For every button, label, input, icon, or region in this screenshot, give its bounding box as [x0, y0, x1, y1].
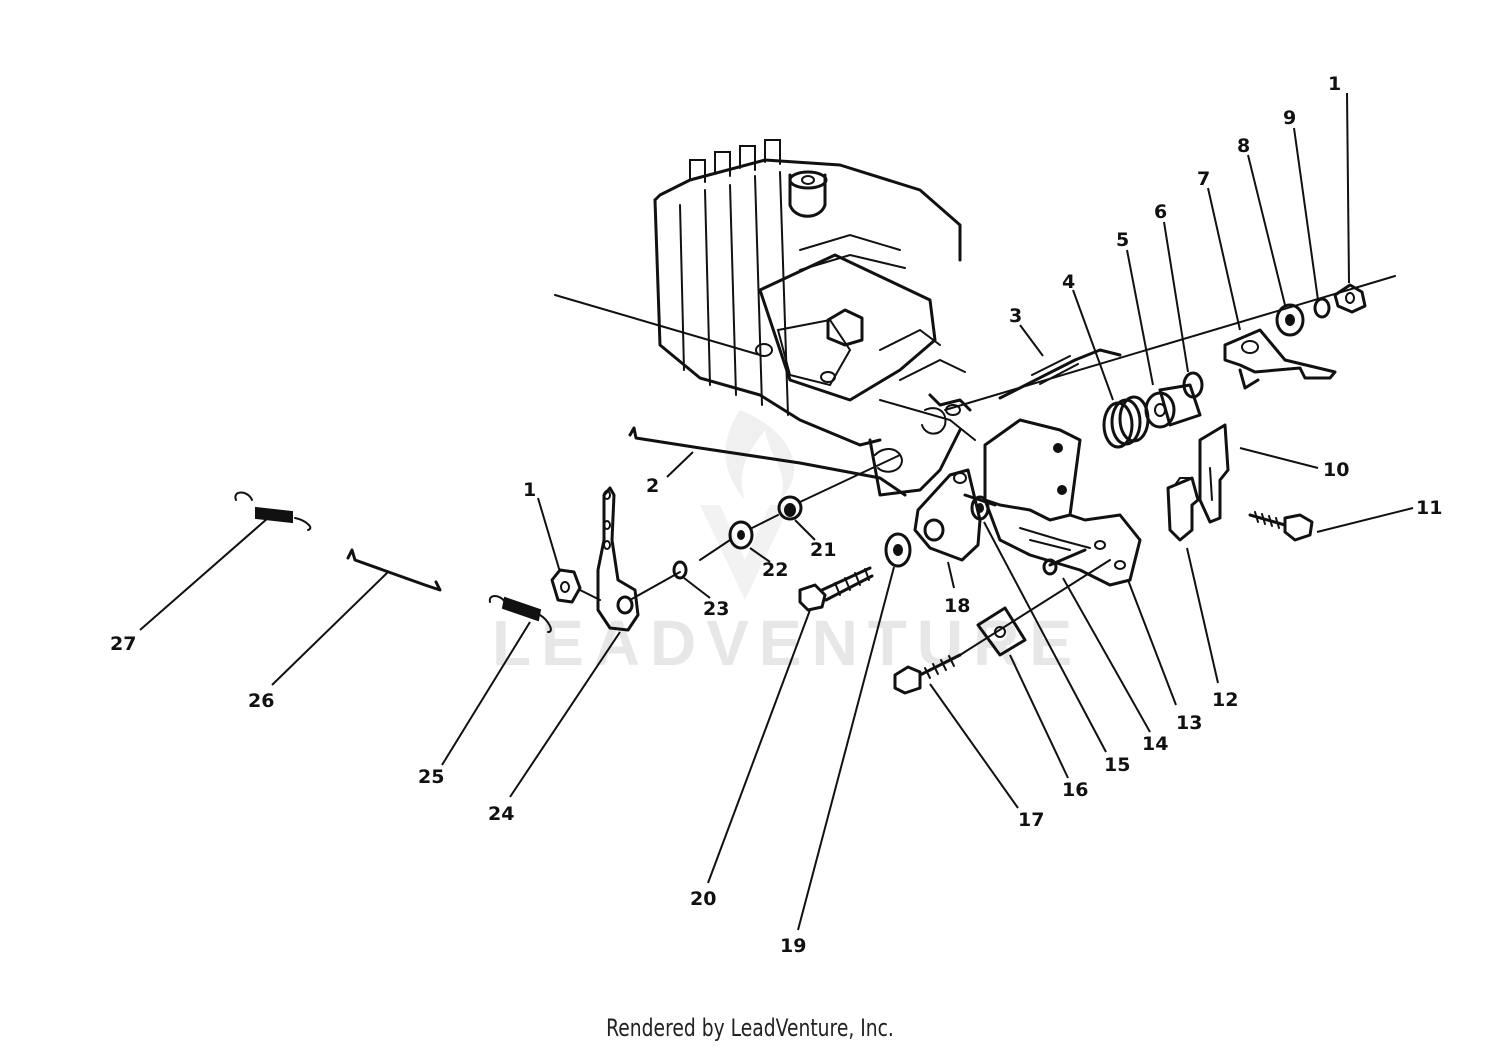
part-24-governor-lever — [596, 486, 640, 632]
assembly-axis-lower — [629, 454, 901, 601]
callout-2: 2 — [646, 475, 659, 497]
leader-lines — [139, 92, 1414, 931]
callout-27: 27 — [110, 633, 136, 655]
part-21-nut — [777, 495, 803, 521]
part-23-ring — [672, 560, 688, 580]
part-1-nut-left — [550, 568, 601, 604]
part-2-link-rod — [628, 426, 907, 497]
callout-11: 11 — [1416, 497, 1442, 519]
callout-9: 9 — [1283, 107, 1296, 129]
callout-14: 14 — [1142, 733, 1168, 755]
part-11-screw — [1248, 511, 1314, 542]
part-26-rod — [346, 548, 442, 592]
part-12-clip — [1166, 476, 1200, 542]
part-27-spring — [234, 491, 312, 531]
callout-15: 15 — [1104, 754, 1130, 776]
part-14-small-screw — [1042, 548, 1087, 576]
assembly-axis-crankcase — [554, 294, 761, 356]
callout-8: 8 — [1237, 135, 1250, 157]
callout-1-left: 1 — [523, 479, 536, 501]
callout-22: 22 — [762, 559, 788, 581]
callout-6: 6 — [1154, 201, 1167, 223]
part-20-bolt — [798, 566, 874, 612]
callout-10: 10 — [1323, 459, 1349, 481]
leadventure-watermark: LEADVENTURE — [492, 410, 1082, 679]
part-10-bracket — [1198, 423, 1230, 524]
part-17-screw — [893, 559, 1111, 695]
assembly-axis-upper — [944, 275, 1396, 411]
part-13-control-plate — [983, 418, 1142, 587]
callout-4: 4 — [1062, 271, 1075, 293]
part-4-spring — [1102, 395, 1150, 449]
callout-12: 12 — [1212, 689, 1238, 711]
part-6-ring — [1182, 371, 1204, 399]
part-9-lock-washer — [1313, 297, 1331, 319]
callout-numbers: 1 9 8 7 6 5 4 3 2 1 10 11 12 13 14 15 16… — [110, 73, 1442, 957]
callout-21: 21 — [810, 539, 836, 561]
callout-26: 26 — [248, 690, 274, 712]
part-5-bushing — [1144, 383, 1202, 429]
callout-24: 24 — [488, 803, 514, 825]
callout-18: 18 — [944, 595, 970, 617]
part-3-governor-shaft — [998, 348, 1122, 400]
callout-25: 25 — [418, 766, 444, 788]
callout-3: 3 — [1009, 305, 1022, 327]
callout-5: 5 — [1116, 229, 1129, 251]
callout-19: 19 — [780, 935, 806, 957]
callout-1-top: 1 — [1328, 73, 1341, 95]
part-7-bracket — [1223, 328, 1337, 390]
part-8-washer — [1275, 303, 1305, 337]
callout-16: 16 — [1062, 779, 1088, 801]
engine-block — [653, 139, 976, 497]
callout-20: 20 — [690, 888, 716, 910]
callout-13: 13 — [1176, 712, 1202, 734]
callout-23: 23 — [703, 598, 729, 620]
part-22-washer — [728, 520, 754, 550]
part-18-throttle-lever — [913, 468, 997, 562]
part-19-washer — [884, 532, 912, 568]
part-1-nut-top — [1333, 283, 1367, 314]
part-25-spring — [488, 595, 552, 633]
callout-17: 17 — [1018, 809, 1044, 831]
part-15-spacer — [970, 495, 990, 521]
rendered-by-footer: Rendered by LeadVenture, Inc. — [606, 1014, 894, 1042]
watermark-text: LEADVENTURE — [492, 607, 1082, 679]
callout-7: 7 — [1197, 168, 1210, 190]
